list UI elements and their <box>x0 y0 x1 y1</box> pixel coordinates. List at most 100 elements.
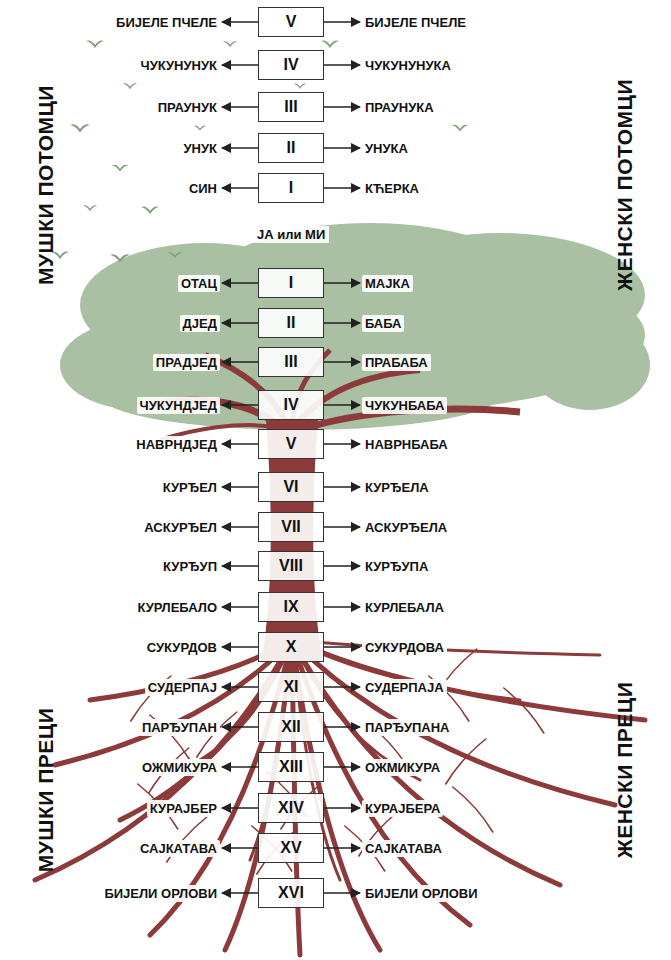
node-text: XIII <box>279 758 303 776</box>
node-text: ЧУКУНУНУК <box>141 58 217 73</box>
node-text: I <box>289 179 293 197</box>
tree-canopy <box>60 223 650 430</box>
kin-arrow <box>222 106 258 108</box>
bird-shape <box>141 207 159 215</box>
kin-name: ЧУКУНУНУК <box>138 57 220 74</box>
kin-name: ОТАЦ <box>178 275 220 292</box>
node-text: XV <box>280 839 301 857</box>
bird-shape <box>70 124 90 132</box>
kin-name: БИЈЕЛИ ОРЛОВИ <box>101 885 220 902</box>
kin-arrow <box>324 187 360 189</box>
kin-arrow <box>222 282 258 284</box>
kin-name: КУРЛЕБАЛА <box>362 599 447 616</box>
kin-name: ЧУКУНДЈЕД <box>137 397 220 414</box>
kin-name: ЧУКУНБАБА <box>362 397 447 414</box>
root-stroke <box>453 787 493 832</box>
root-stroke <box>292 640 520 700</box>
generation-box: XV <box>258 833 324 863</box>
bird-shape <box>86 41 104 49</box>
kin-arrow <box>324 606 360 608</box>
kin-name: НАВРНБАБА <box>362 436 451 453</box>
kin-name: САЈКАТАВА <box>362 840 445 857</box>
bird-shape <box>110 254 130 262</box>
node-text: БИЈЕЛИ ОРЛОВИ <box>365 886 478 901</box>
side-label: МУШКИ ПРЕЦИ <box>34 708 58 872</box>
node-text: УНУКА <box>365 141 408 156</box>
kin-name: БАБА <box>362 315 404 332</box>
kin-name: НАВРНДЈЕД <box>133 436 220 453</box>
kin-arrow <box>324 807 360 809</box>
tree-roots <box>35 640 645 955</box>
kin-arrow <box>324 106 360 108</box>
kin-arrow <box>222 147 258 149</box>
generation-box: XIV <box>258 793 324 823</box>
generation-box: V <box>258 7 324 37</box>
node-text: ПРАУНУКА <box>365 100 434 115</box>
self-label: ЈА или МИ <box>253 226 329 243</box>
node-text: XI <box>283 678 298 696</box>
node-text: КУРАЈБЕР <box>150 801 217 816</box>
kin-name: КУРЂЕЛ <box>160 479 220 496</box>
node-text: X <box>286 638 297 656</box>
node-text: ПАРЂУПАНА <box>365 720 450 735</box>
kin-name: ПРАУНУК <box>155 99 220 116</box>
node-text: БИЈЕЛЕ ПЧЕЛЕ <box>365 15 466 30</box>
kin-name: СУДЕРПАЈ <box>145 679 220 696</box>
node-text: БИЈЕЛЕ ПЧЕЛЕ <box>116 15 217 30</box>
bird-shape <box>112 165 128 172</box>
node-text: СУКУРДОВ <box>147 640 217 655</box>
generation-box: IV <box>258 50 324 80</box>
generation-box: V <box>258 429 324 459</box>
node-text: IV <box>283 396 298 414</box>
generation-box: VIII <box>258 551 324 581</box>
kin-arrow <box>222 807 258 809</box>
kin-arrow <box>222 565 258 567</box>
kin-name: МАЈКА <box>362 275 413 292</box>
kin-arrow <box>222 726 258 728</box>
node-text: ПАРЂУПАН <box>142 720 217 735</box>
node-text: IX <box>283 598 298 616</box>
node-text: V <box>286 13 297 31</box>
node-text: СУКУРДОВА <box>365 640 444 655</box>
node-text: ПРАБАБА <box>365 355 428 370</box>
node-text: КУРЂУП <box>163 559 217 574</box>
kin-arrow <box>222 361 258 363</box>
kin-arrow <box>222 322 258 324</box>
kin-name: АСКУРЂЕЛА <box>362 519 450 536</box>
node-text: III <box>284 353 297 371</box>
node-text: III <box>284 98 297 116</box>
kin-arrow <box>324 282 360 284</box>
side-label: ЖЕНСКИ ПРЕЦИ <box>613 682 637 859</box>
node-text: АСКУРЂЕЛ <box>144 520 217 535</box>
kin-name: ЧУКУНУНУКА <box>362 57 454 74</box>
kin-arrow <box>222 766 258 768</box>
generation-box: IV <box>258 390 324 420</box>
node-text: I <box>289 274 293 292</box>
bird-shape <box>83 205 97 211</box>
kin-arrow <box>222 892 258 894</box>
kin-name: КУРАЈБЕР <box>147 800 220 817</box>
kin-arrow <box>324 565 360 567</box>
node-text: НАВРНБАБА <box>365 437 448 452</box>
kin-arrow <box>324 847 360 849</box>
node-text: СУДЕРПАЈА <box>365 680 444 695</box>
bird-shape <box>452 125 468 132</box>
kin-arrow <box>222 606 258 608</box>
kin-name: КУРАЈБЕРА <box>362 800 443 817</box>
kin-name: ОЖМИКУРА <box>362 759 443 776</box>
node-text: АСКУРЂЕЛА <box>365 520 447 535</box>
side-label: МУШКИ ПОТОМЦИ <box>34 85 58 285</box>
kin-arrow <box>222 646 258 648</box>
generation-box: VI <box>258 472 324 502</box>
kin-name: АСКУРЂЕЛ <box>141 519 220 536</box>
kin-arrow <box>324 322 360 324</box>
kin-name: СУДЕРПАЈА <box>362 679 447 696</box>
bird-shape <box>294 84 307 89</box>
node-text: II <box>287 139 296 157</box>
kin-arrow <box>222 686 258 688</box>
kin-name: КУРЂЕЛА <box>362 479 432 496</box>
node-text: ОТАЦ <box>181 276 217 291</box>
